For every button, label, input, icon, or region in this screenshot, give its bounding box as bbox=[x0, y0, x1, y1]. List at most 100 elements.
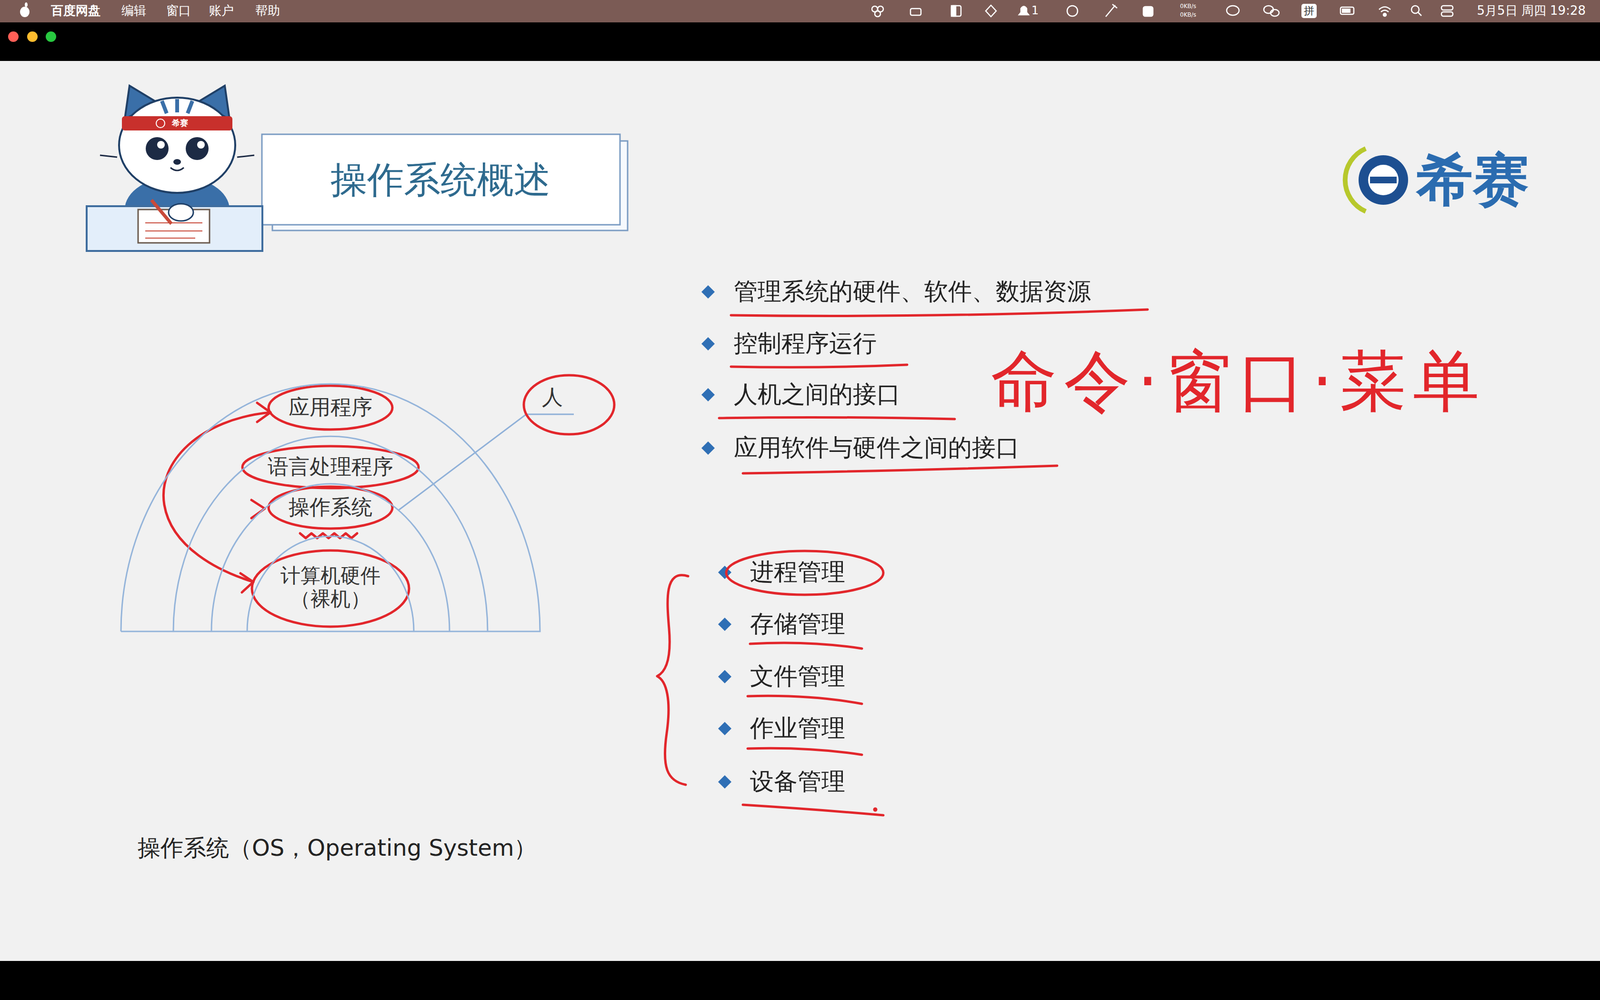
menu-item: 帮助 bbox=[255, 3, 280, 19]
menu-item: 百度网盘 bbox=[50, 3, 101, 19]
handwritten-note: 命令·窗口·菜单 bbox=[990, 342, 1487, 420]
menu-bar bbox=[0, 0, 1600, 23]
semicircle-arc bbox=[247, 536, 414, 632]
logo-ring bbox=[1358, 155, 1409, 205]
handwritten-circle bbox=[268, 486, 393, 529]
bottom-bar bbox=[0, 960, 1600, 1000]
zoom-button bbox=[45, 31, 57, 42]
bullet-text: 进程管理 bbox=[750, 558, 846, 587]
handwritten-dot bbox=[874, 808, 877, 811]
menu-icons bbox=[20, 2, 1453, 19]
banner-front bbox=[261, 134, 620, 225]
bullet-diamond bbox=[718, 775, 732, 789]
status-icon bbox=[1067, 5, 1078, 17]
search-handle bbox=[1418, 12, 1422, 16]
bullet-text: 控制程序运行 bbox=[733, 330, 877, 358]
window-title-bar bbox=[0, 22, 1600, 61]
status-icon bbox=[1270, 9, 1280, 17]
bullet-text: 管理系统的硬件、软件、数据资源 bbox=[733, 278, 1091, 306]
cat-eye bbox=[145, 137, 169, 160]
band-label-box: 应用程序 bbox=[120, 395, 540, 420]
cat-head bbox=[119, 97, 236, 193]
bullet-diamond bbox=[701, 337, 715, 351]
minimize-button bbox=[27, 31, 38, 42]
wifi-icon bbox=[1379, 7, 1391, 13]
cat-nose bbox=[173, 159, 181, 165]
bullet-text: 人机之间的接口 bbox=[733, 380, 901, 409]
close-button bbox=[8, 31, 19, 42]
handwritten-circle bbox=[251, 550, 410, 627]
bullet-diamond bbox=[718, 617, 732, 631]
eye-highlight bbox=[197, 140, 205, 149]
handwritten-underline bbox=[747, 695, 862, 704]
handwritten-underline bbox=[750, 642, 862, 649]
bullet-text: 作业管理 bbox=[750, 714, 846, 743]
layer-band: 操作系统计算机硬件 （裸机） bbox=[211, 483, 450, 632]
caption-text: 操作系统（OS，Operating System） bbox=[137, 834, 537, 861]
cat-paw bbox=[168, 203, 194, 221]
title-banner bbox=[261, 134, 628, 231]
handwritten-circle bbox=[268, 385, 393, 430]
layer-band: 计算机硬件 （裸机） bbox=[247, 536, 414, 632]
input-method: 拼 bbox=[1303, 4, 1315, 17]
leader-line bbox=[398, 414, 574, 511]
band-label-box: 操作系统 bbox=[211, 495, 450, 520]
cat-eye bbox=[185, 137, 209, 160]
bullet-diamond bbox=[718, 721, 732, 736]
bullet-text: 存储管理 bbox=[750, 610, 846, 639]
status-icon bbox=[874, 10, 881, 17]
handwritten-underline bbox=[742, 804, 884, 816]
control-icon bbox=[1441, 5, 1453, 10]
logo-inner bbox=[1368, 164, 1399, 196]
headband-text: 希赛 bbox=[171, 118, 189, 129]
bullet-diamond bbox=[701, 388, 715, 402]
paper-lines bbox=[145, 222, 203, 239]
bullet-diamond bbox=[701, 441, 715, 455]
menu-clock: 5月5日 周四 19:28 bbox=[1476, 3, 1586, 19]
handwritten-bracket bbox=[657, 575, 689, 785]
band-label: 应用程序 bbox=[288, 395, 373, 420]
handwritten-circle bbox=[523, 375, 615, 435]
handwritten-underline bbox=[730, 309, 1148, 317]
status-icon bbox=[951, 5, 956, 17]
traffic-lights bbox=[8, 31, 57, 42]
band-label-box: 语言处理程序 bbox=[173, 454, 488, 480]
cat-whiskers bbox=[100, 155, 255, 158]
bullet-text: 应用软件与硬件之间的接口 bbox=[733, 434, 1020, 462]
arrow-chevron bbox=[240, 573, 254, 593]
handwritten-underline bbox=[742, 465, 1058, 474]
semicircle-arc bbox=[211, 483, 450, 632]
bullet-diamonds bbox=[701, 285, 732, 789]
semicircle-arc bbox=[120, 383, 540, 632]
band-label: 语言处理程序 bbox=[267, 454, 394, 480]
network-speed: 0KB/s bbox=[1180, 11, 1197, 19]
status-icon bbox=[1105, 4, 1118, 17]
wifi-dot bbox=[1383, 13, 1387, 17]
notification-count: 1 bbox=[1031, 4, 1039, 18]
bullet-diamond bbox=[718, 670, 732, 684]
status-icon bbox=[910, 8, 921, 16]
menu-item: 窗口 bbox=[166, 3, 191, 19]
band-label: 计算机硬件 （裸机） bbox=[274, 564, 388, 611]
apple-leaf bbox=[24, 2, 28, 8]
layer-band: 应用程序语言处理程序操作系统计算机硬件 （裸机） bbox=[120, 383, 540, 632]
input-method-icon bbox=[1301, 3, 1317, 19]
cat-mascot bbox=[86, 85, 263, 251]
menu-item: 账户 bbox=[209, 3, 234, 19]
eye-highlight bbox=[157, 140, 165, 149]
status-icon bbox=[951, 5, 961, 17]
battery-icon bbox=[1340, 7, 1354, 15]
handwritten-underline bbox=[747, 748, 862, 755]
logo-bar bbox=[1370, 176, 1397, 184]
handwritten-circle bbox=[726, 550, 884, 595]
bell-icon bbox=[1019, 6, 1029, 16]
bullet-text: 设备管理 bbox=[750, 768, 846, 796]
cat-stripes bbox=[161, 99, 193, 114]
brand-logo-text: 希赛 bbox=[1416, 147, 1530, 213]
apple-logo bbox=[20, 6, 30, 18]
bullet-diamond bbox=[701, 285, 715, 299]
network-speed: 0KB/s bbox=[1180, 3, 1197, 10]
search-icon bbox=[1411, 5, 1420, 14]
status-icon bbox=[1263, 5, 1274, 14]
